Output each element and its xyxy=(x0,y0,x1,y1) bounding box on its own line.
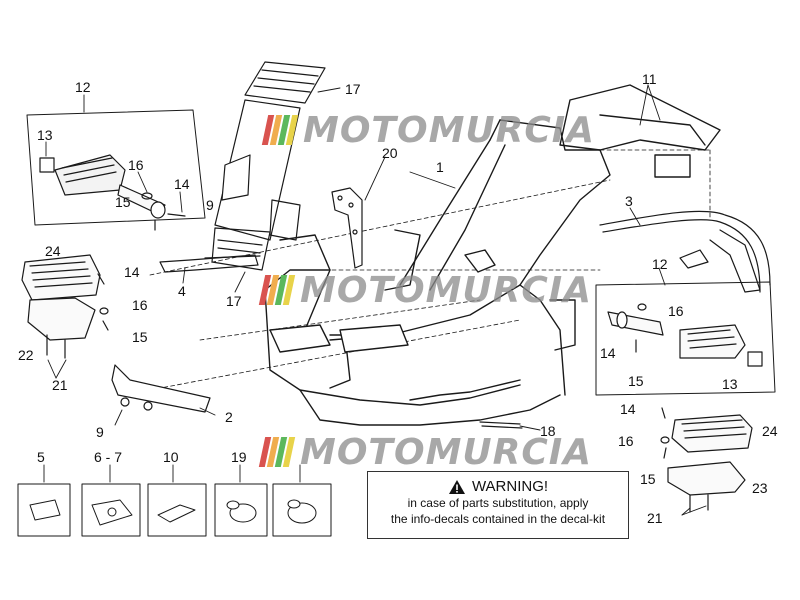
watermark-stripes xyxy=(258,437,297,467)
watermark-stripes xyxy=(258,275,297,305)
callout-16: 16 xyxy=(128,157,144,173)
callout-15: 15 xyxy=(640,471,656,487)
main-frame-1 xyxy=(264,84,721,426)
warning-box: WARNING! in case of parts substitution, … xyxy=(367,471,629,539)
callout-10: 10 xyxy=(163,449,179,465)
callout-17: 17 xyxy=(345,81,361,97)
dashed-guide-lines xyxy=(149,149,711,391)
watermark-top: MOTOMURCIA xyxy=(261,109,596,151)
bracket-4 xyxy=(159,254,261,273)
watermark-text: MOTOMURCIA xyxy=(300,431,593,473)
callout-19: 19 xyxy=(231,449,247,465)
callout-9: 9 xyxy=(96,424,104,440)
stand-plate-2 xyxy=(111,364,211,413)
bracket-20 xyxy=(331,187,363,269)
callout-9: 9 xyxy=(206,197,214,213)
callout-13: 13 xyxy=(722,376,738,392)
grab-rail-3 xyxy=(599,210,771,293)
callout-20: 20 xyxy=(382,145,398,161)
watermark-middle: MOTOMURCIA xyxy=(258,269,593,311)
warning-triangle-icon xyxy=(448,479,465,494)
callout-23: 23 xyxy=(752,480,768,496)
leader-lines xyxy=(43,84,707,516)
footrest-right-parts xyxy=(660,407,753,513)
callout-24: 24 xyxy=(762,423,778,439)
callout-12: 12 xyxy=(75,79,91,95)
callout-6-7: 6 - 7 xyxy=(94,449,123,465)
callout-14: 14 xyxy=(124,264,140,280)
watermark-stripes xyxy=(261,115,300,145)
callout-15: 15 xyxy=(115,194,131,210)
callout-18: 18 xyxy=(540,423,556,439)
callout-1: 1 xyxy=(436,159,444,175)
callout-15: 15 xyxy=(132,329,148,345)
watermark-text: MOTOMURCIA xyxy=(303,109,596,151)
footrest-group-right xyxy=(595,281,776,396)
watermark-text: MOTOMURCIA xyxy=(300,269,593,311)
callout-14: 14 xyxy=(174,176,190,192)
callout-16: 16 xyxy=(618,433,634,449)
callout-12: 12 xyxy=(652,256,668,272)
callout-2: 2 xyxy=(225,409,233,425)
callout-14: 14 xyxy=(600,345,616,361)
callout-15: 15 xyxy=(628,373,644,389)
callout-14: 14 xyxy=(620,401,636,417)
small-parts-boxes xyxy=(17,483,332,537)
callout-21: 21 xyxy=(52,377,68,393)
callout-17: 17 xyxy=(226,293,242,309)
callout-16: 16 xyxy=(668,303,684,319)
callout-21: 21 xyxy=(647,510,663,526)
part-18 xyxy=(479,421,523,429)
warning-title-row: WARNING! xyxy=(368,478,628,495)
warning-line-1: in case of parts substitution, apply xyxy=(407,496,589,510)
callout-11: 11 xyxy=(642,71,657,87)
watermark-bottom: MOTOMURCIA xyxy=(258,431,593,473)
callout-4: 4 xyxy=(178,283,186,299)
footrest-left-parts xyxy=(21,254,109,359)
callout-24: 24 xyxy=(45,243,61,259)
callout-16: 16 xyxy=(132,297,148,313)
footrest-group-left xyxy=(26,109,206,231)
callout-5: 5 xyxy=(37,449,45,465)
floor-mat-17 xyxy=(211,61,326,271)
callout-22: 22 xyxy=(18,347,34,363)
callout-13: 13 xyxy=(37,127,53,143)
warning-title: WARNING! xyxy=(471,478,549,495)
callout-3: 3 xyxy=(625,193,633,209)
warning-line-2: the info-decals contained in the decal-k… xyxy=(390,512,606,526)
